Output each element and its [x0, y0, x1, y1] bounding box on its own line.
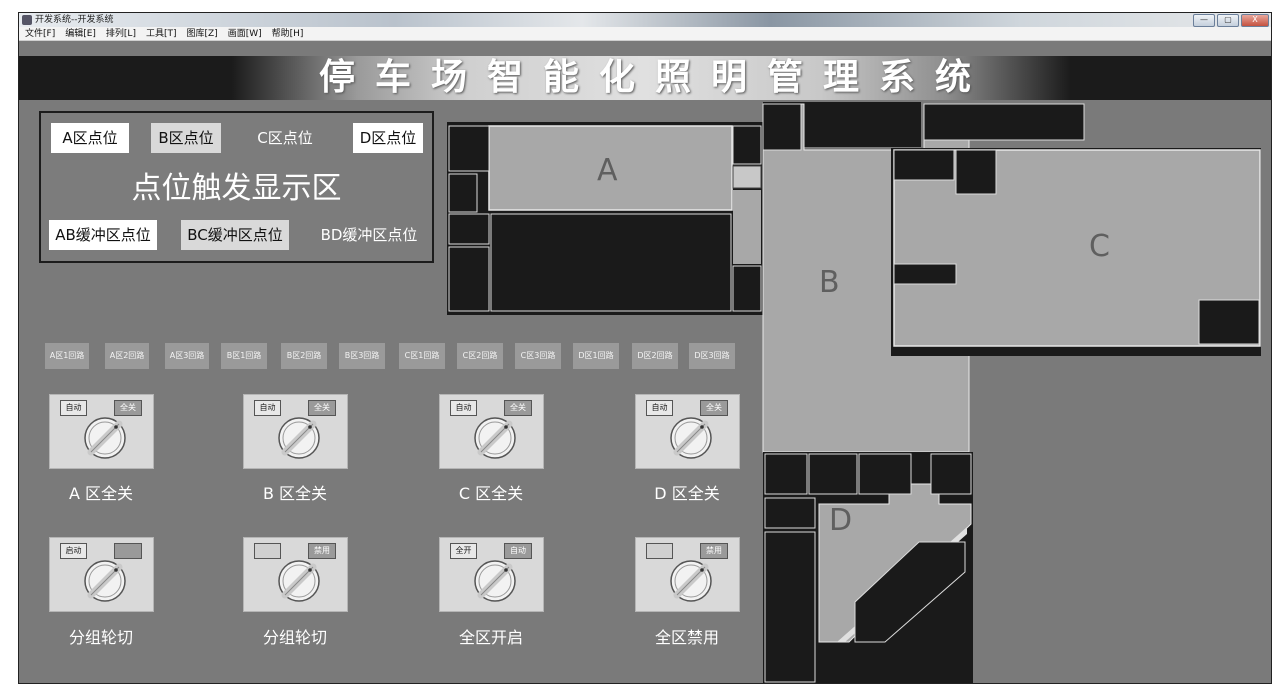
- knob-left-label: 自动: [254, 400, 281, 416]
- window-title: 开发系统--开发系统: [35, 15, 114, 25]
- rotary-knob-icon[interactable]: [473, 559, 517, 603]
- knob-right-label: [114, 543, 142, 559]
- knob-panel-all-on[interactable]: 全开 自动: [439, 537, 544, 612]
- loop-button-d3[interactable]: D区3回路: [689, 343, 735, 369]
- app-icon: [22, 15, 32, 25]
- menu-bar: 文件[F] 编辑[E] 排列[L] 工具[T] 图库[Z] 画面[W] 帮助[H…: [19, 27, 1271, 41]
- knob-caption-group-switch-1: 分组轮切: [68, 628, 133, 647]
- system-title: 停车场智能化照明管理系统: [318, 57, 991, 98]
- rotary-knob-icon[interactable]: [277, 559, 321, 603]
- knob-caption-d-all-off: D 区全关: [654, 484, 720, 503]
- knob-right-label: 禁用: [700, 543, 728, 559]
- knob-left-label: 自动: [646, 400, 673, 416]
- ab-buffer-point-button[interactable]: AB缓冲区点位: [49, 220, 157, 250]
- trigger-display-panel: A区点位 B区点位 C区点位 D区点位 点位触发显示区 AB缓冲区点位 BC缓冲…: [39, 111, 434, 263]
- knob-right-label: 全关: [504, 400, 532, 416]
- zone-c-label: C: [1089, 229, 1110, 264]
- knob-caption-all-on: 全区开启: [458, 628, 523, 647]
- menu-gallery[interactable]: 图库[Z]: [186, 29, 218, 39]
- knob-right-label: 全关: [700, 400, 728, 416]
- loop-button-c2[interactable]: C区2回路: [457, 343, 503, 369]
- loop-button-b3[interactable]: B区3回路: [339, 343, 385, 369]
- knob-left-label: 全开: [450, 543, 477, 559]
- menu-edit[interactable]: 编辑[E]: [65, 29, 96, 39]
- knob-left-label: 自动: [450, 400, 477, 416]
- maximize-button[interactable]: ▢: [1217, 14, 1239, 27]
- header-banner: [19, 56, 1271, 100]
- knob-right-label: 全关: [308, 400, 336, 416]
- zone-b-point-button[interactable]: B区点位: [151, 123, 221, 153]
- close-button[interactable]: X: [1241, 14, 1269, 27]
- loop-button-b1[interactable]: B区1回路: [221, 343, 267, 369]
- zone-a-label: A: [597, 153, 618, 188]
- title-bar[interactable]: 开发系统--开发系统 — ▢ X: [19, 13, 1271, 27]
- zone-b-label: B: [819, 265, 840, 300]
- knob-caption-b-all-off: B 区全关: [262, 484, 328, 503]
- zone-d-area[interactable]: D: [763, 452, 973, 683]
- knob-left-label: [646, 543, 673, 559]
- zone-a-area[interactable]: A: [447, 122, 763, 315]
- trigger-area-title: 点位触发显示区: [131, 171, 342, 206]
- knob-panel-group-switch-2[interactable]: 禁用: [243, 537, 348, 612]
- menu-tools[interactable]: 工具[T]: [145, 29, 177, 39]
- zone-c-area[interactable]: C: [891, 103, 1261, 356]
- knob-left-label: 自动: [60, 400, 87, 416]
- menu-file[interactable]: 文件[F]: [25, 29, 56, 39]
- minimize-button[interactable]: —: [1193, 14, 1215, 27]
- knob-right-label: 自动: [504, 543, 532, 559]
- knob-caption-a-all-off: A 区全关: [68, 484, 134, 503]
- knob-right-label: 全关: [114, 400, 142, 416]
- loop-button-a3[interactable]: A区3回路: [165, 343, 209, 369]
- knob-caption-c-all-off: C 区全关: [458, 484, 524, 503]
- knob-caption-all-disable: 全区禁用: [654, 628, 719, 647]
- hmi-canvas: 停车场智能化照明管理系统 A区点位 B区点位 C区点位 D区点位 点位触发显示区…: [19, 42, 1271, 683]
- bc-buffer-point-button[interactable]: BC缓冲区点位: [181, 220, 289, 250]
- rotary-knob-icon[interactable]: [473, 416, 517, 460]
- knob-panel-group-switch-1[interactable]: 启动: [49, 537, 154, 612]
- menu-arrange[interactable]: 排列[L]: [105, 29, 136, 39]
- menu-help[interactable]: 帮助[H]: [271, 29, 304, 39]
- loop-button-d2[interactable]: D区2回路: [632, 343, 678, 369]
- knob-left-label: 启动: [60, 543, 87, 559]
- loop-button-c1[interactable]: C区1回路: [399, 343, 445, 369]
- knob-left-label: [254, 543, 281, 559]
- knob-panel-all-disable[interactable]: 禁用: [635, 537, 740, 612]
- loop-button-a2[interactable]: A区2回路: [105, 343, 149, 369]
- rotary-knob-icon[interactable]: [669, 416, 713, 460]
- knob-panel-d-all-off[interactable]: 自动 全关: [635, 394, 740, 469]
- zone-c-point-button[interactable]: C区点位: [257, 129, 313, 147]
- bd-buffer-point-button[interactable]: BD缓冲区点位: [320, 226, 418, 244]
- knob-right-label: 禁用: [308, 543, 336, 559]
- knob-panel-c-all-off[interactable]: 自动 全关: [439, 394, 544, 469]
- parking-floor-plan: A B C: [447, 102, 1261, 683]
- rotary-knob-icon[interactable]: [277, 416, 321, 460]
- knob-caption-group-switch-2: 分组轮切: [262, 628, 327, 647]
- zone-a-point-button[interactable]: A区点位: [51, 123, 129, 153]
- rotary-knob-icon[interactable]: [83, 559, 127, 603]
- loop-button-d1[interactable]: D区1回路: [573, 343, 619, 369]
- rotary-knob-icon[interactable]: [669, 559, 713, 603]
- loop-button-c3[interactable]: C区3回路: [515, 343, 561, 369]
- knob-panel-a-all-off[interactable]: 自动 全关: [49, 394, 154, 469]
- rotary-knob-icon[interactable]: [83, 416, 127, 460]
- zone-d-point-button[interactable]: D区点位: [353, 123, 423, 153]
- menu-screen[interactable]: 画面[W]: [227, 29, 262, 39]
- zone-d-label: D: [829, 503, 852, 538]
- loop-button-a1[interactable]: A区1回路: [45, 343, 89, 369]
- knob-panel-b-all-off[interactable]: 自动 全关: [243, 394, 348, 469]
- app-window: 开发系统--开发系统 — ▢ X 文件[F] 编辑[E] 排列[L] 工具[T]…: [18, 12, 1272, 684]
- loop-button-b2[interactable]: B区2回路: [281, 343, 327, 369]
